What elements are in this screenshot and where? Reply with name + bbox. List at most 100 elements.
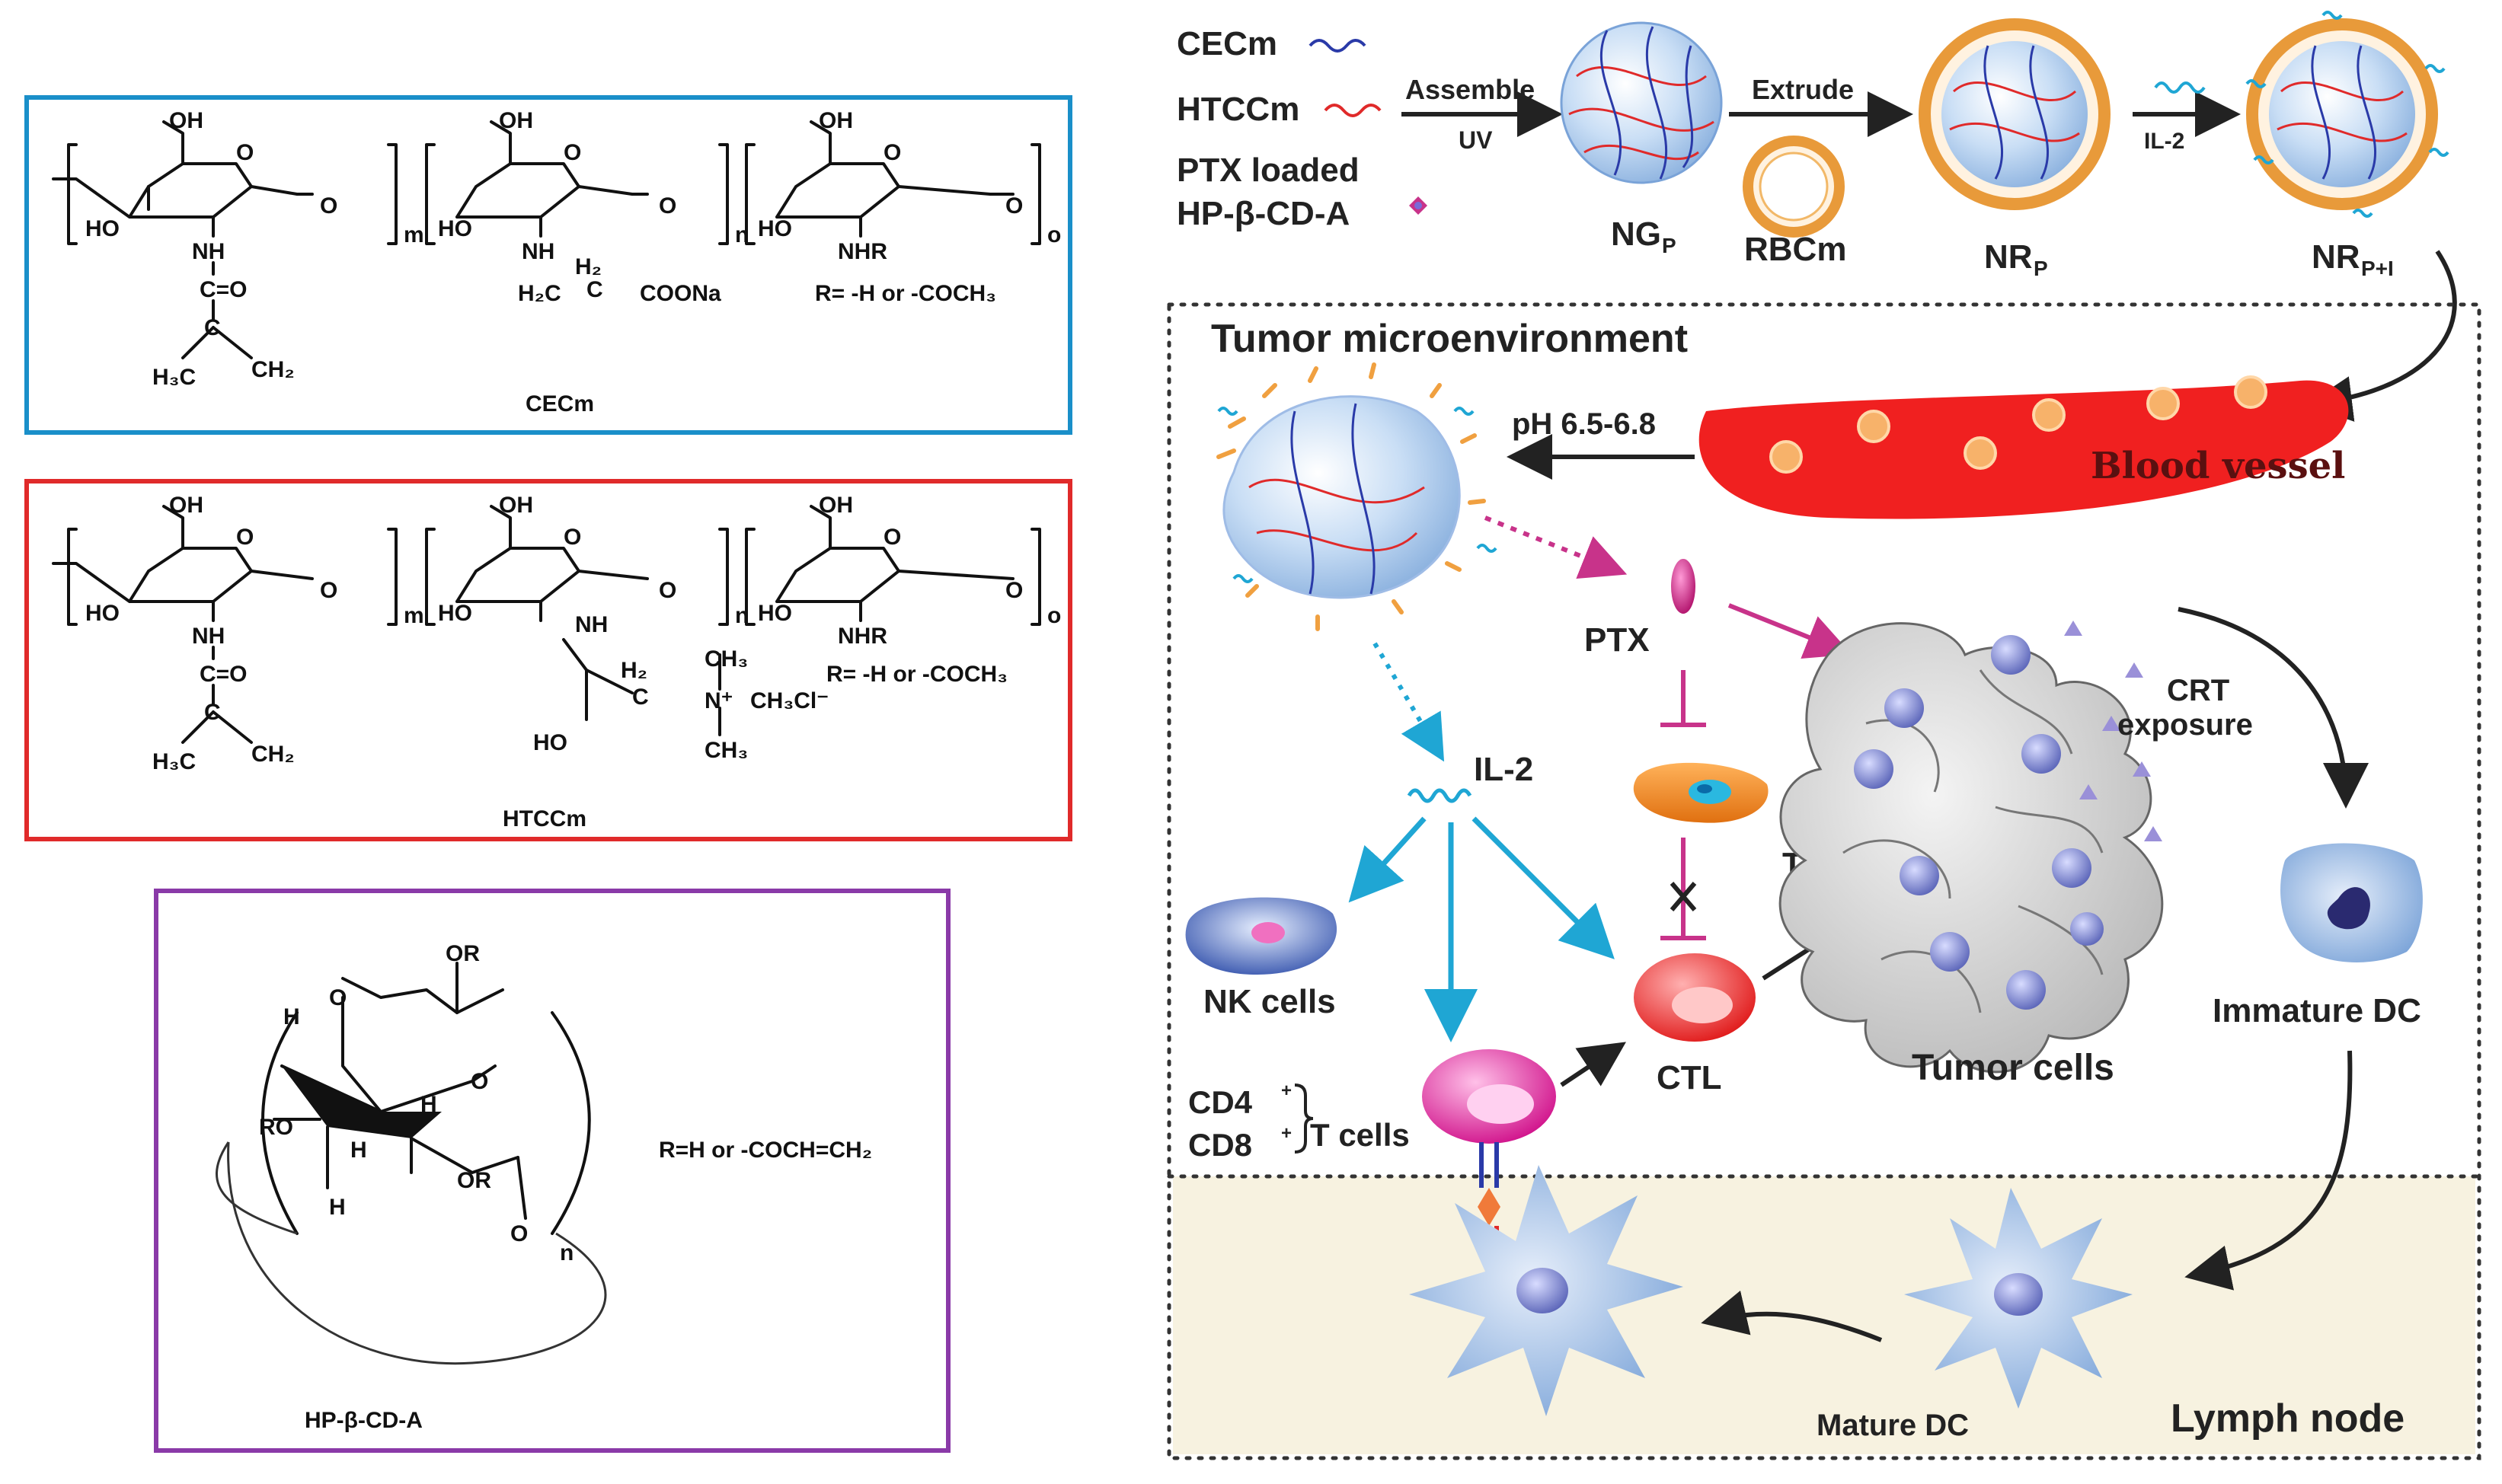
ptx-molecule xyxy=(1671,559,1695,614)
cecm-ring-o-1: O xyxy=(236,140,254,165)
crt-label: CRT xyxy=(2167,674,2229,707)
htccm-ch3-top: CH₃ xyxy=(705,646,748,672)
htccm-ho-side: HO xyxy=(533,730,567,755)
htccm-co: C=O xyxy=(200,662,248,687)
cecm-link-o-3: O xyxy=(1005,193,1023,219)
htccm-c2: C xyxy=(632,685,649,710)
htccm-n-plus: N⁺ xyxy=(705,688,733,713)
cecm-labels: OH OH OH O O O O O O m n o HO HO HO NH N… xyxy=(85,108,1061,416)
cd8-plus: + xyxy=(1281,1123,1292,1144)
il2-release-arrow xyxy=(1372,642,1445,762)
mature-dc-left xyxy=(1409,1165,1683,1416)
htccm-ch3cl: CH₃Cl⁻ xyxy=(750,688,829,713)
cecm-ho-3: HO xyxy=(758,216,792,241)
cecm-h2: H₂ xyxy=(575,254,602,279)
cecm-oh-3: OH xyxy=(819,108,853,133)
uv-label: UV xyxy=(1459,126,1493,154)
cd4-plus: + xyxy=(1281,1080,1292,1101)
htccm-ring-o-3: O xyxy=(884,525,901,550)
cd8-label: CD8 xyxy=(1188,1127,1252,1163)
cecm-nh-1: NH xyxy=(192,239,225,264)
hpbcd-h-2: H xyxy=(420,1092,437,1117)
tumor-microenv-frame xyxy=(1167,302,2481,1460)
hpbcd-h-3: H xyxy=(350,1138,367,1163)
nrpi-nanoparticle xyxy=(2245,11,2449,218)
cecm-h3c: H₃C xyxy=(152,365,196,390)
il2-to-ctl-arrow xyxy=(1471,816,1615,959)
cecm-name: CECm xyxy=(526,391,594,416)
immature-dc-cell xyxy=(2280,843,2423,962)
htccm-panel: OH OH OH O O O O O O m n o HO HO HO NH N… xyxy=(24,479,1072,841)
nrpi-label: NR xyxy=(2312,238,2360,276)
htccm-h3c: H₃C xyxy=(152,749,196,774)
ngp-label: NG xyxy=(1611,215,1661,253)
mature-dc-right xyxy=(1904,1188,2133,1409)
ptx-release-arrow xyxy=(1484,515,1628,579)
il2-label: IL-2 xyxy=(1474,751,1533,788)
hpbcd-o-ring: O xyxy=(471,1069,488,1094)
il2-wave-icon xyxy=(2154,81,2206,94)
cd4-label: CD4 xyxy=(1188,1084,1253,1120)
hpbcd-name: HP-β-CD-A xyxy=(305,1408,423,1433)
nk-cell xyxy=(1185,897,1337,975)
htccm-ring-o-2: O xyxy=(564,525,581,550)
hpbcd-n: n xyxy=(560,1240,574,1265)
block-x-icon xyxy=(1670,882,1697,911)
cecm-nhr: NHR xyxy=(838,239,887,264)
rbcm-label: RBCm xyxy=(1744,231,1846,268)
cecm-oh-2: OH xyxy=(499,108,533,133)
nrp-label: NR xyxy=(1984,238,2033,276)
il2-cytokine-icon xyxy=(1407,788,1472,803)
ph-label: pH 6.5-6.8 xyxy=(1512,407,1656,441)
legend: CECm HTCCm PTX loaded HP-β-CD-A xyxy=(1177,25,1427,232)
hpbcd-panel: OR O H H H H RO OR O O n R=H or -COCH=CH… xyxy=(154,889,951,1453)
htccm-sub-o: o xyxy=(1047,603,1061,628)
treg-cell xyxy=(1633,762,1769,823)
hpbcd-o-link: O xyxy=(329,985,347,1010)
ctl-cell xyxy=(1634,953,1756,1042)
htccm-ring-o-1: O xyxy=(236,525,254,550)
htccm-ch2: CH₂ xyxy=(251,742,295,767)
htccm-ho-2: HO xyxy=(438,601,472,626)
ngp-nanogel xyxy=(1560,21,1723,184)
extrude-label: Extrude xyxy=(1752,74,1854,105)
tumor-cells-label: Tumor cells xyxy=(1912,1048,2114,1088)
crt-triangles xyxy=(2064,621,2162,841)
nk-cells-label: NK cells xyxy=(1203,983,1336,1020)
tcells-to-ctl-arrow xyxy=(1560,1042,1626,1087)
cecm-ring-o-3: O xyxy=(884,140,901,165)
cecm-panel: OH OH OH O O O O O O m n o HO HO HO NH N… xyxy=(24,95,1072,435)
htccm-nh-2: NH xyxy=(575,612,608,637)
htccm-link-o-3: O xyxy=(1005,578,1023,603)
hpbcd-or-top: OR xyxy=(446,941,480,966)
legend-ptx-loaded: PTX loaded xyxy=(1177,152,1360,189)
cecm-co: C=O xyxy=(200,277,248,302)
ptx-label: PTX xyxy=(1584,621,1650,659)
ctl-label: CTL xyxy=(1657,1059,1722,1096)
cecm-link-o-2: O xyxy=(659,193,676,219)
cecm-coona: COONa xyxy=(640,281,721,306)
cecm-h2c: H₂C xyxy=(518,281,561,306)
cecm-ch2: CH₂ xyxy=(251,357,295,382)
tumor-microenv-title: Tumor microenvironment xyxy=(1211,317,1688,361)
legend-cecm: CECm xyxy=(1177,25,1277,62)
prep-steps: Assemble UV Extrude IL-2 NG P RBCm NR P xyxy=(1401,11,2457,422)
mature-dc-arrow xyxy=(1701,1290,1883,1342)
il2-step-label: IL-2 xyxy=(2144,129,2184,154)
cecm-ho-1: HO xyxy=(85,216,120,241)
blood-vessel: Blood vessel xyxy=(1698,375,2349,519)
htccm-name: HTCCm xyxy=(503,806,586,831)
ngp-sub: P xyxy=(1662,234,1676,257)
htccm-nh-1: NH xyxy=(192,624,225,649)
dc-to-lymph-arrow xyxy=(2184,1050,2353,1291)
ptx-loaded-icon xyxy=(1409,196,1427,215)
htccm-sub-m: m xyxy=(404,603,424,628)
rbcm-vesicle xyxy=(1743,136,1845,238)
htccm-oh-1: OH xyxy=(169,493,203,518)
immature-dc-label: Immature DC xyxy=(2213,992,2421,1029)
cecm-box xyxy=(24,95,1072,435)
hpbcd-h-4: H xyxy=(329,1195,346,1220)
cecm-sub-n: n xyxy=(735,222,749,247)
lymph-node-label: Lymph node xyxy=(2171,1396,2405,1441)
